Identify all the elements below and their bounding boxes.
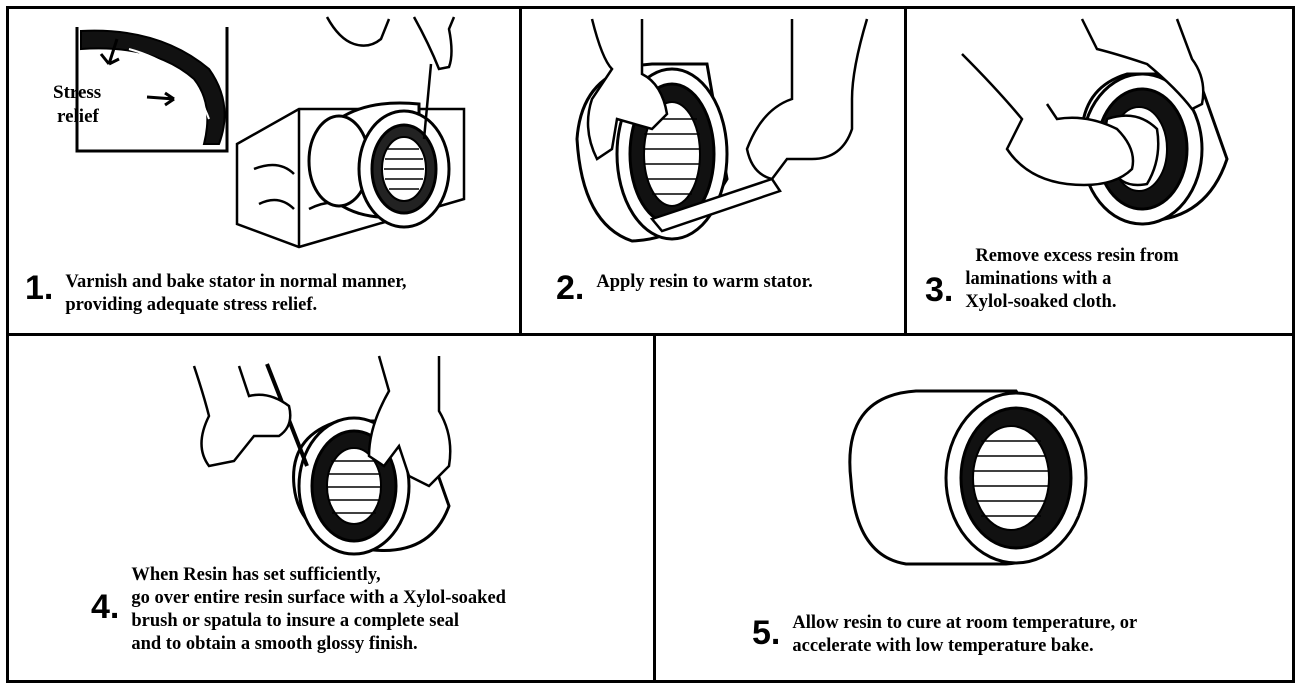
step-text-line: When Resin has set sufficiently, xyxy=(131,564,506,587)
step-4-panel: 4. When Resin has set sufficiently, go o… xyxy=(6,333,656,683)
step-1-panel: Stress relief 1. Varnish and bake stator… xyxy=(6,6,522,336)
step-2-caption: 2. Apply resin to warm stator. xyxy=(556,271,813,305)
step-2-illustration xyxy=(522,9,904,259)
step-1-illustration xyxy=(9,9,519,259)
step-4-caption: 4. When Resin has set sufficiently, go o… xyxy=(91,564,506,656)
step-3-illustration xyxy=(907,9,1292,239)
step-text-line: Apply resin to warm stator. xyxy=(596,271,812,294)
step-4-illustration xyxy=(9,336,653,561)
step-5-panel: 5. Allow resin to cure at room temperatu… xyxy=(653,333,1295,683)
step-2-panel: 2. Apply resin to warm stator. xyxy=(519,6,907,336)
step-3-caption: 3. Remove excess resin from laminations … xyxy=(925,245,1179,314)
step-text-line: providing adequate stress relief. xyxy=(65,294,406,317)
step-number: 1. xyxy=(25,271,53,305)
step-text-line: accelerate with low temperature bake. xyxy=(792,635,1137,658)
step-text: When Resin has set sufficiently, go over… xyxy=(131,564,506,656)
step-5-caption: 5. Allow resin to cure at room temperatu… xyxy=(752,612,1137,658)
step-text: Allow resin to cure at room temperature,… xyxy=(792,612,1137,658)
step-text-line: Allow resin to cure at room temperature,… xyxy=(792,612,1137,635)
step-text: Remove excess resin from laminations wit… xyxy=(965,245,1178,314)
stator-icon xyxy=(850,391,1086,564)
step-number: 3. xyxy=(925,273,953,307)
step-number: 5. xyxy=(752,616,780,650)
stator-icon xyxy=(309,103,449,227)
inset-label: Stress relief xyxy=(53,81,101,129)
step-text-line: Varnish and bake stator in normal manner… xyxy=(65,271,406,294)
step-3-panel: 3. Remove excess resin from laminations … xyxy=(904,6,1295,336)
step-text-line: Remove excess resin from xyxy=(965,245,1178,268)
step-text-line: go over entire resin surface with a Xylo… xyxy=(131,587,506,610)
step-text-line: Xylol-soaked cloth. xyxy=(965,291,1178,314)
inset-label-line: Stress xyxy=(53,81,101,105)
step-5-illustration xyxy=(656,336,1292,586)
step-text: Apply resin to warm stator. xyxy=(596,271,812,294)
step-number: 4. xyxy=(91,590,119,624)
step-1-caption: 1. Varnish and bake stator in normal man… xyxy=(25,271,406,317)
step-text-line: laminations with a xyxy=(965,268,1178,291)
inset-label-line: relief xyxy=(53,105,101,129)
step-number: 2. xyxy=(556,271,584,305)
step-text: Varnish and bake stator in normal manner… xyxy=(65,271,406,317)
step-text-line: and to obtain a smooth glossy finish. xyxy=(131,633,506,656)
step-text-line: brush or spatula to insure a complete se… xyxy=(131,610,506,633)
